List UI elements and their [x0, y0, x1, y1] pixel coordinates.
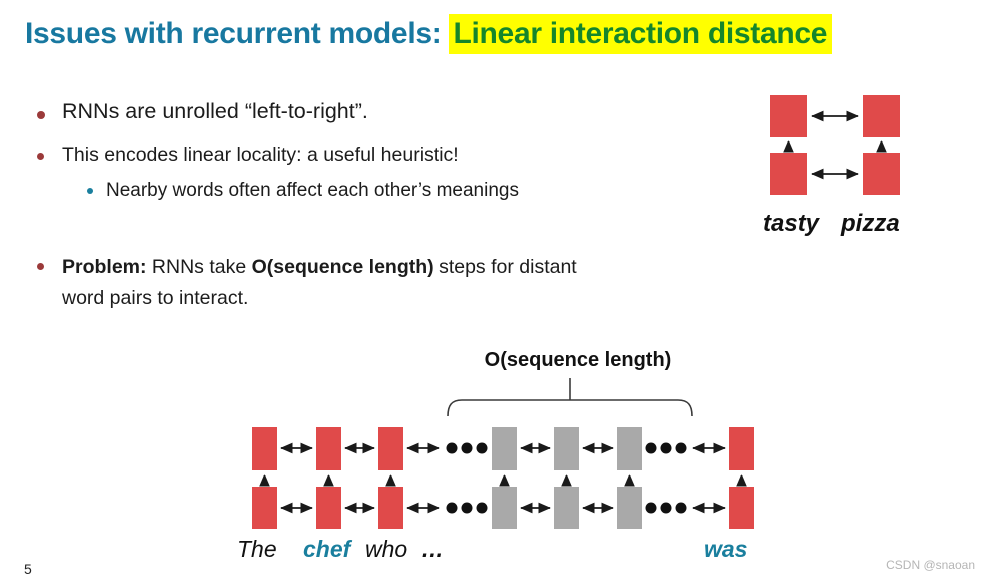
- rnn-cell-red: [729, 427, 754, 470]
- problem-label: Problem:: [62, 256, 147, 278]
- bullet-linear-locality: This encodes linear locality: a useful h…: [62, 144, 459, 166]
- word-tasty: tasty: [763, 210, 820, 237]
- title-highlight: Linear interaction distance: [449, 14, 833, 54]
- word-chef: chef: [303, 536, 351, 562]
- rnn-chain-diagram: [252, 378, 754, 529]
- word-ellipsis: …: [421, 536, 444, 562]
- watermark: CSDN @snaoan: [886, 558, 975, 572]
- rnn-cell-red: [863, 95, 900, 137]
- bullet-problem: Problem: RNNs take O(sequence length) st…: [62, 252, 607, 314]
- rnn-cell-gray: [492, 487, 517, 529]
- tasty-pizza-diagram: [770, 95, 900, 195]
- sub-bullet-nearby-words: Nearby words often affect each other’s m…: [106, 180, 519, 201]
- title-prefix: Issues with recurrent models:: [25, 17, 450, 50]
- word-who: who: [365, 536, 408, 562]
- rnn-cell-gray: [492, 427, 517, 470]
- rnn-cell-red: [252, 427, 277, 470]
- problem-complexity: O(sequence length): [251, 256, 434, 278]
- interaction-arrows: [783, 110, 887, 180]
- rnn-cell-red: [863, 153, 900, 195]
- rnn-cell-red: [316, 427, 341, 470]
- rnn-cell-gray: [554, 487, 579, 529]
- problem-text-1: RNNs take: [146, 256, 252, 278]
- brace: [447, 378, 693, 417]
- problem-text-2: steps for distant word pairs to interact…: [62, 256, 577, 309]
- rnn-cell-gray: [617, 427, 642, 470]
- bullet-dot: [37, 263, 44, 270]
- rnn-cell-red: [378, 427, 403, 470]
- page-title: Issues with recurrent models: Linear int…: [25, 14, 833, 54]
- vertical-arrows: [259, 474, 747, 487]
- rnn-cell-red: [378, 487, 403, 529]
- bullet-dot: [37, 111, 45, 119]
- sequence-length-label: O(sequence length): [484, 349, 672, 371]
- rnn-cell-red: [770, 95, 807, 137]
- sub-bullet-dot: [87, 188, 93, 194]
- ellipsis-dots: [446, 442, 687, 514]
- bullet-dot: [37, 153, 44, 160]
- page-number: 5: [24, 561, 32, 577]
- rnn-cell-gray: [554, 427, 579, 470]
- bullet-rnns-unrolled: RNNs are unrolled “left-to-right”.: [62, 99, 368, 123]
- word-was: was: [704, 536, 748, 562]
- rnn-cell-red: [770, 153, 807, 195]
- rnn-cell-red: [252, 487, 277, 529]
- rnn-cell-red: [729, 487, 754, 529]
- word-pizza: pizza: [841, 210, 900, 237]
- rnn-cell-gray: [617, 487, 642, 529]
- rnn-cell-red: [316, 487, 341, 529]
- word-the: The: [237, 536, 277, 562]
